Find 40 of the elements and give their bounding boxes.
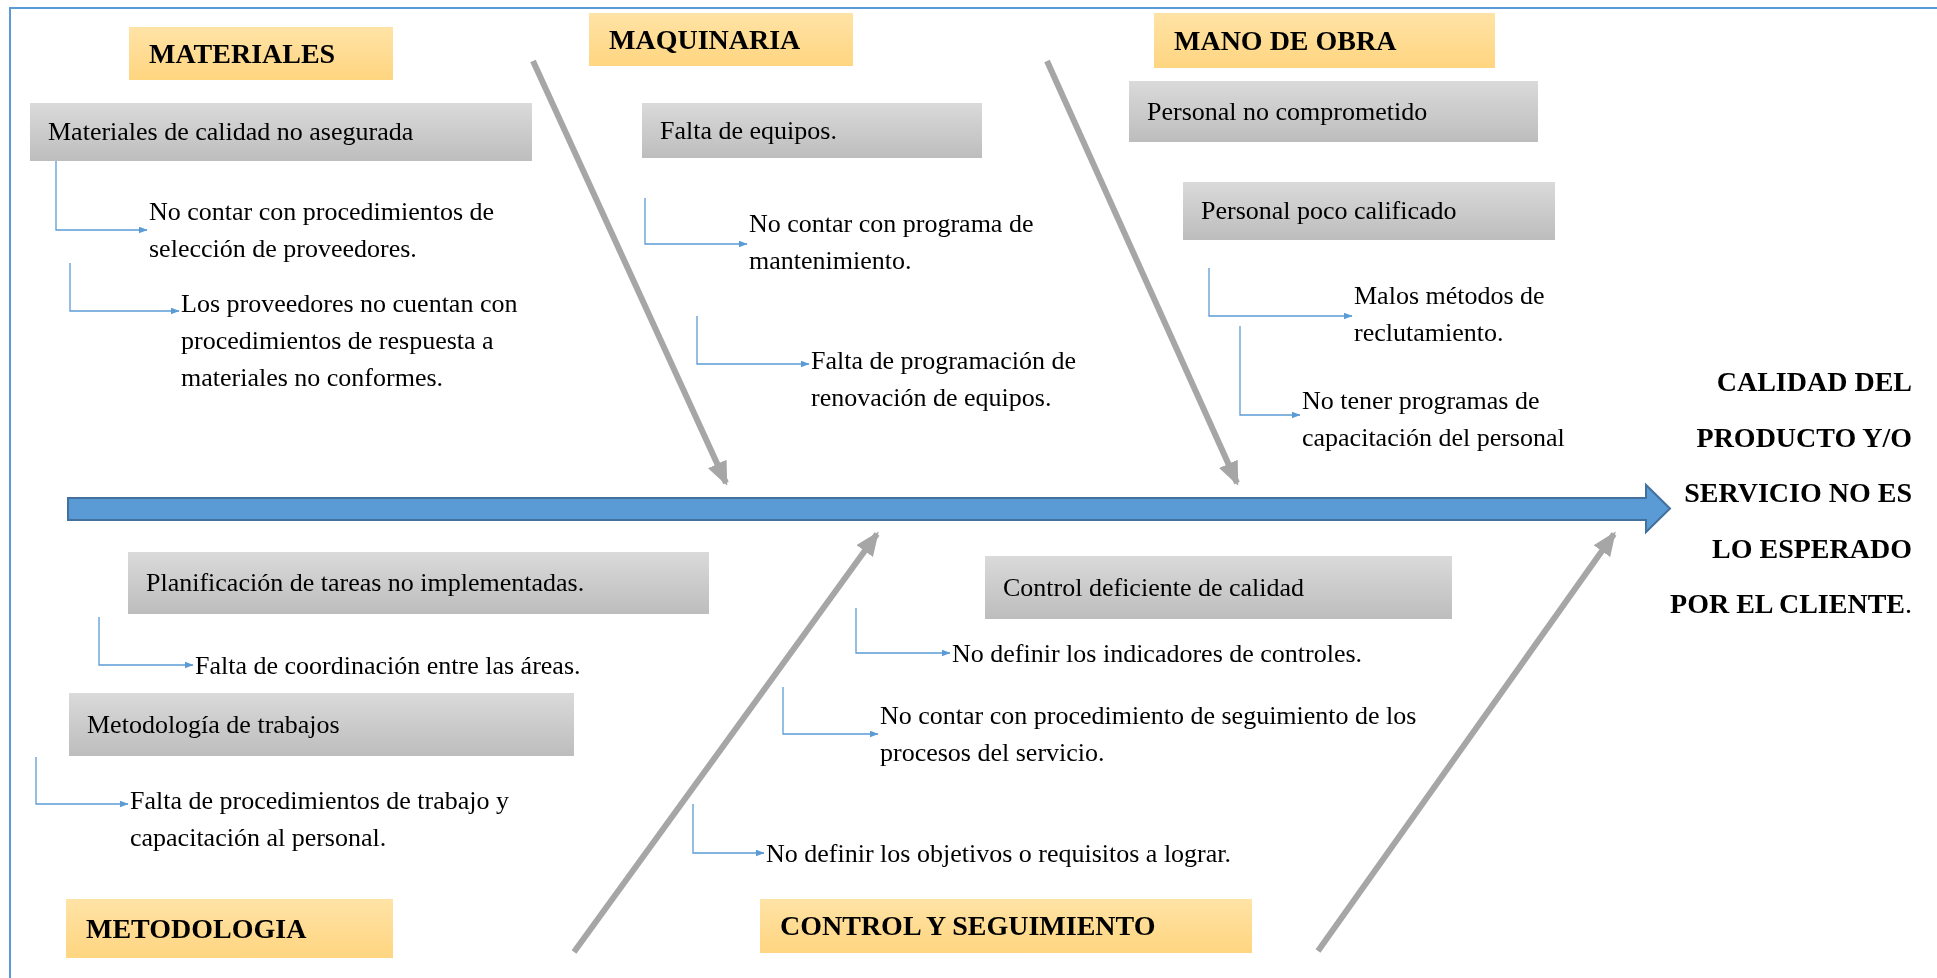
arrow — [855, 607, 951, 657]
arrow — [696, 315, 810, 368]
effect-text: CALIDAD DEL PRODUCTO Y/O SERVICIO NO ES LO ESPERADO POR EL CLIENTE. — [1660, 354, 1912, 632]
arrow — [782, 686, 879, 738]
spine-arrow — [68, 485, 1670, 532]
cause-box: Personal no comprometido — [1129, 81, 1538, 142]
cause-box: Personal poco calificado — [1183, 182, 1555, 240]
cause-text: No definir los objetivos o requisitos a lograr. — [766, 835, 1356, 872]
arrow — [55, 160, 148, 234]
cause-box: Materiales de calidad no asegurada — [30, 103, 532, 161]
category-label: CONTROL Y SEGUIMIENTO — [760, 899, 1252, 953]
arrow — [35, 756, 129, 808]
cause-text: No definir los indicadores de controles. — [952, 635, 1492, 672]
arrow — [69, 262, 180, 315]
category-label: MANO DE OBRA — [1154, 13, 1495, 68]
cause-text: Falta de procedimientos de trabajo y capacitación al personal. — [130, 782, 600, 856]
cause-text: No contar con procedimientos de selección de proveedores. — [149, 193, 549, 267]
arrow — [530, 59, 729, 486]
arrow — [644, 197, 748, 248]
arrow — [1208, 267, 1353, 320]
category-label: METODOLOGIA — [66, 899, 393, 958]
cause-box: Control deficiente de calidad — [985, 556, 1452, 619]
cause-text: Falta de programación de renovación de equipos. — [811, 342, 1151, 416]
cause-text: No tener programas de capacitación del personal — [1302, 382, 1647, 456]
arrow — [692, 803, 765, 857]
cause-text: Los proveedores no cuentan con procedimientos de respuesta a materiales no conformes. — [181, 285, 551, 396]
cause-text: No contar con programa de mantenimiento. — [749, 205, 1089, 279]
cause-box: Planificación de tareas no implementadas. — [128, 552, 709, 614]
arrow — [1044, 59, 1240, 486]
cause-text: Falta de coordinación entre las áreas. — [195, 647, 735, 684]
cause-box: Metodología de trabajos — [69, 693, 574, 756]
category-label: MATERIALES — [129, 27, 393, 80]
arrow — [1315, 531, 1617, 953]
arrow — [571, 531, 880, 954]
cause-box: Falta de equipos. — [642, 103, 982, 158]
arrow — [1239, 325, 1301, 419]
category-label: MAQUINARIA — [589, 13, 853, 66]
cause-text: Malos métodos de reclutamiento. — [1354, 277, 1614, 351]
arrow — [98, 616, 194, 669]
cause-text: No contar con procedimiento de seguimiento de los procesos del servicio. — [880, 697, 1440, 771]
